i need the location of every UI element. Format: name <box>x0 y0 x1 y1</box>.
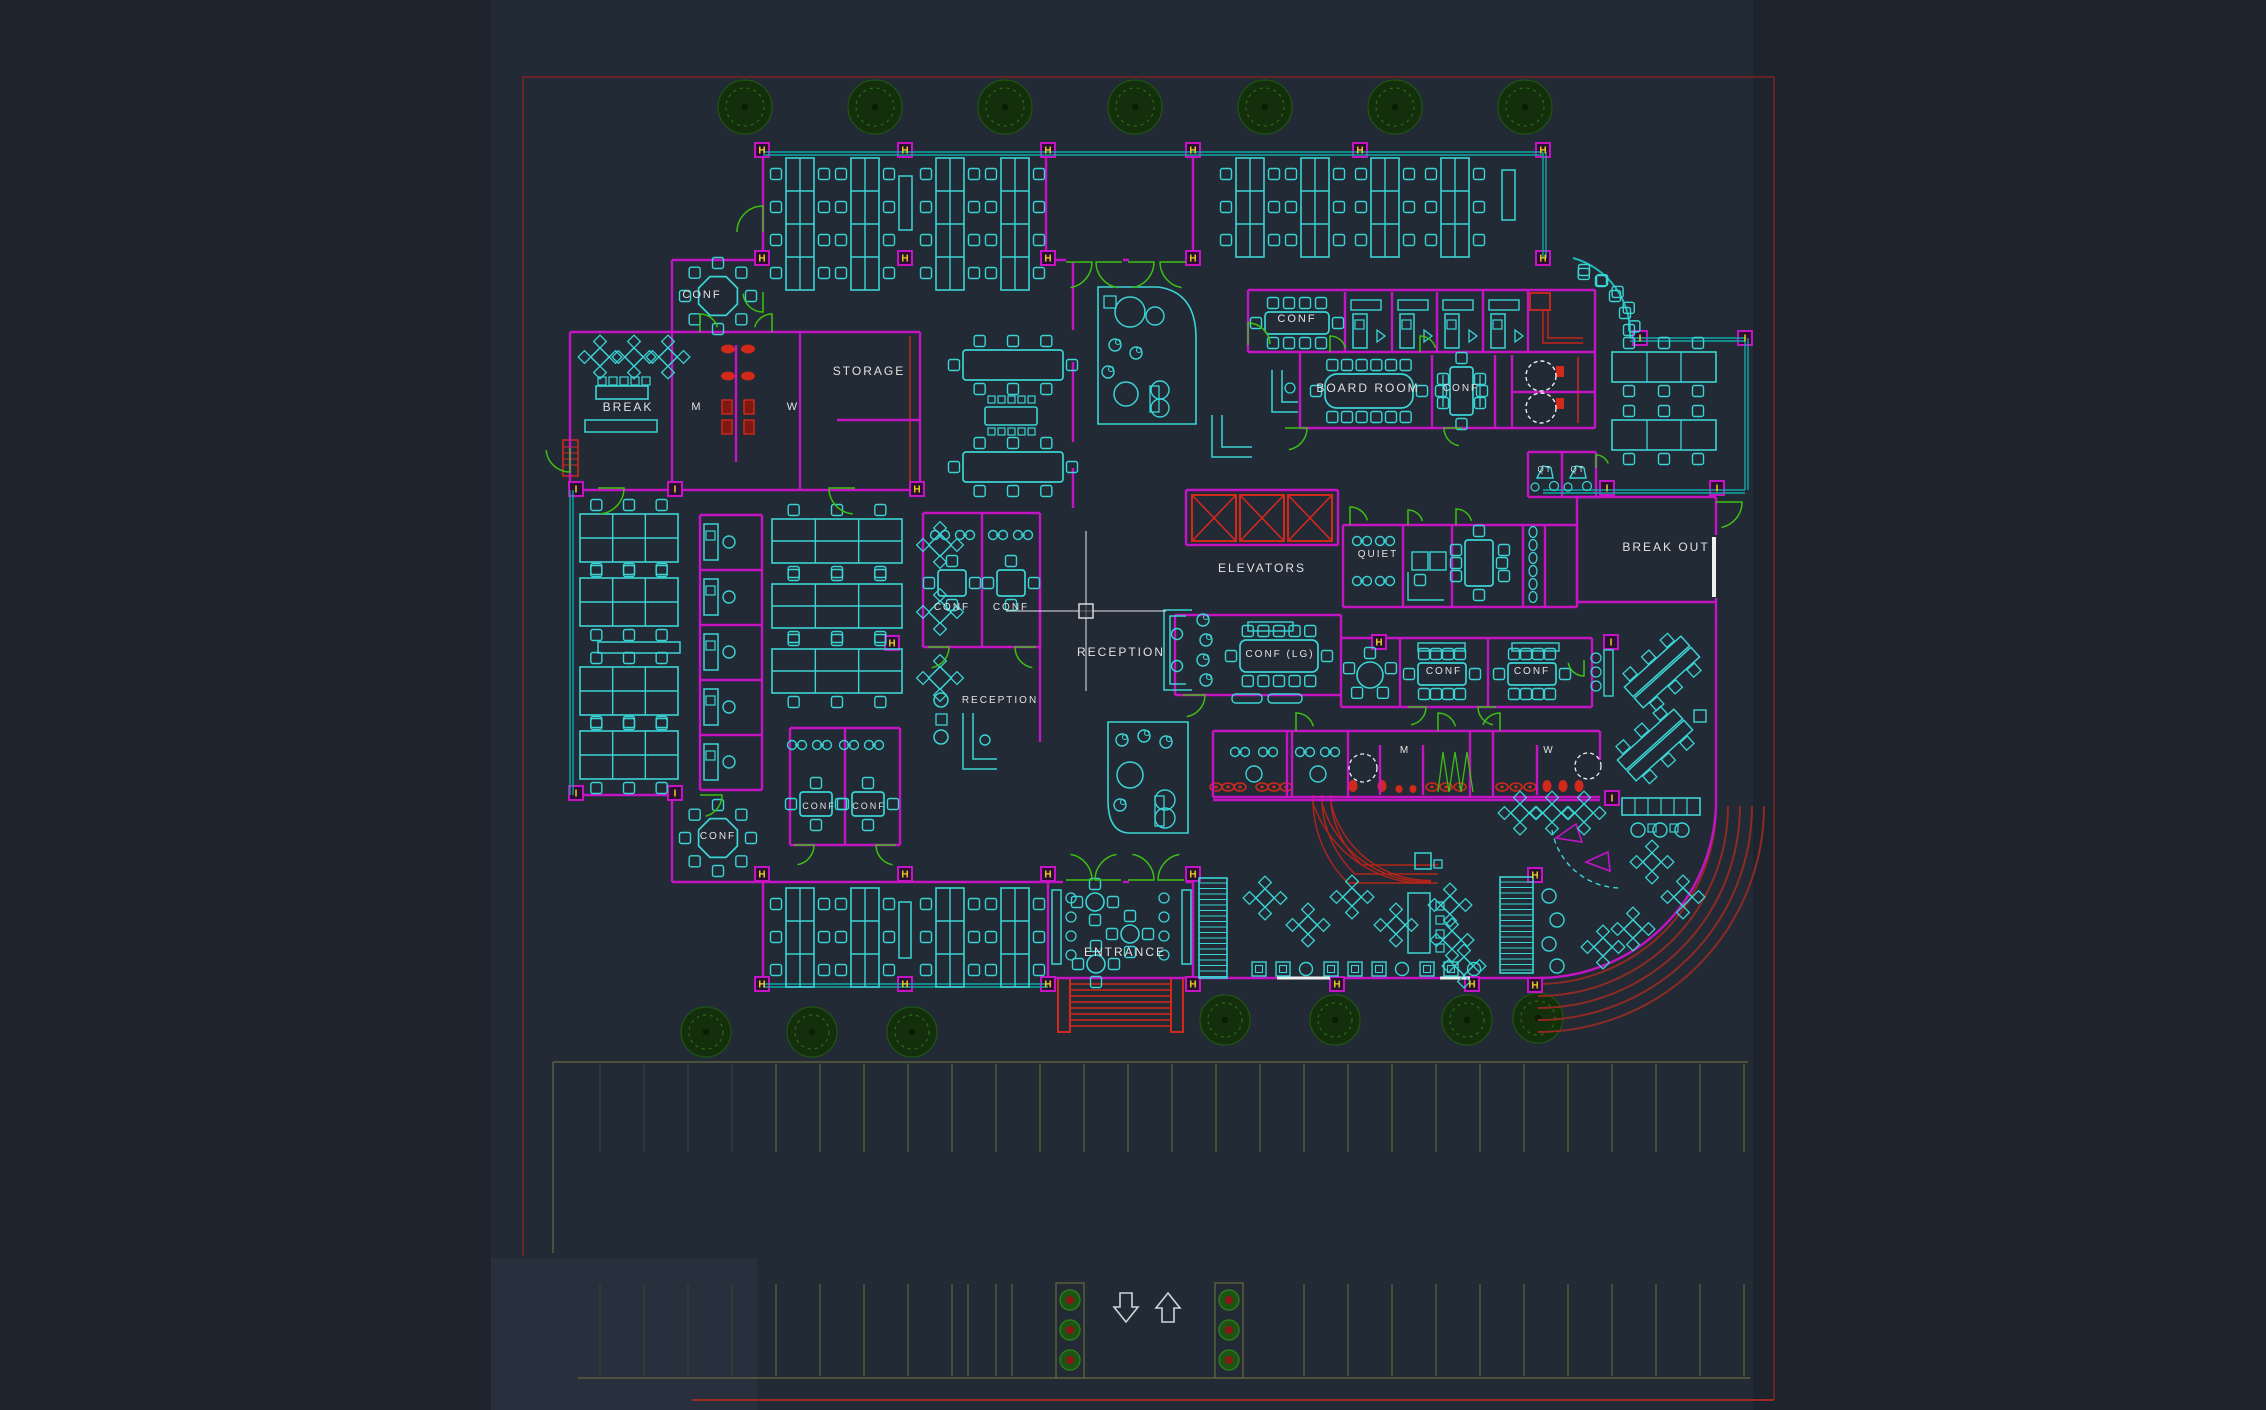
crosshair-cursor <box>1006 531 1166 691</box>
grid-marker: H <box>1189 146 1196 157</box>
room-label: CONF <box>802 801 836 811</box>
room-label: BREAK <box>603 400 654 414</box>
grid-marker: H <box>888 639 895 650</box>
red-layer <box>562 292 1765 1033</box>
room-label: M <box>1400 745 1410 756</box>
grid-marker: H <box>1044 254 1051 265</box>
labels-layer: CONF BREAK M W STORAGE CONF BOARD ROOM CONF QT QT… <box>603 289 1709 959</box>
room-label: ENTRANCE <box>1084 945 1166 959</box>
grid-marker: I <box>1610 638 1613 649</box>
down-arrow-icon <box>1112 1292 1140 1324</box>
grid-marker: H <box>1044 146 1051 157</box>
room-label: BOARD ROOM <box>1316 381 1419 395</box>
room-label: CONF <box>682 289 721 301</box>
grid-marker: I <box>575 485 578 496</box>
grid-marker: H <box>1189 870 1196 881</box>
grid-marker: I <box>1716 484 1719 495</box>
parking-layer <box>552 1061 1750 1379</box>
grid-marker: H <box>1539 254 1546 265</box>
room-label: QT <box>1570 465 1585 474</box>
room-label: CONF <box>1426 666 1462 677</box>
grid-marker: H <box>758 870 765 881</box>
grid-marker: H <box>1539 146 1546 157</box>
grid-marker: H <box>1189 254 1196 265</box>
room-label: CONF <box>852 801 886 811</box>
grid-marker: H <box>758 254 765 265</box>
grid-marker: H <box>1531 871 1538 882</box>
grid-marker: H <box>1189 980 1196 991</box>
grid-marker: I <box>575 789 578 800</box>
room-label: CONF <box>1277 313 1316 325</box>
grid-marker: H <box>913 485 920 496</box>
room-label: CONF <box>934 602 970 613</box>
drawing-boundary <box>522 76 1775 1401</box>
room-label: RECEPTION <box>962 695 1038 706</box>
trees-layer <box>680 79 1564 1058</box>
room-label: ELEVATORS <box>1218 561 1306 575</box>
grid-marker: I <box>674 789 677 800</box>
grid-marker: H <box>901 146 908 157</box>
grid-marker: H <box>1531 981 1538 992</box>
room-label: BREAK OUT <box>1622 540 1709 554</box>
room-label: W <box>787 401 799 413</box>
room-label: M <box>691 401 702 413</box>
room-label: STORAGE <box>833 364 905 378</box>
room-label: QUIET <box>1358 549 1399 560</box>
grid-marker: I <box>1606 484 1609 495</box>
grid-marker: I <box>1639 334 1642 345</box>
room-label: CONF <box>1514 666 1550 677</box>
grid-marker: H <box>1356 146 1363 157</box>
room-label: CONF <box>700 831 736 842</box>
grid-marker: H <box>901 254 908 265</box>
grid-marker: H <box>901 980 908 991</box>
room-label: QT <box>1537 465 1552 474</box>
room-label: CONF (LG) <box>1245 649 1314 660</box>
grid-marker: H <box>1333 980 1340 991</box>
room-label: CONF <box>993 602 1029 613</box>
grid-marker: H <box>1044 980 1051 991</box>
grid-marker: H <box>758 146 765 157</box>
grid-marker: I <box>674 485 677 496</box>
grid-marker: H <box>901 870 908 881</box>
up-arrow-icon <box>1154 1291 1182 1323</box>
grid-markers: H H H H H H H H H H H I I H H H I I H H H H H H H H H H H H I I I I I I <box>575 146 1747 992</box>
grid-marker: I <box>1744 334 1747 345</box>
room-label: W <box>1543 745 1554 756</box>
doors-layer <box>545 205 1743 881</box>
grid-marker: H <box>1468 980 1475 991</box>
room-label: CONF <box>1443 383 1479 394</box>
grid-marker: I <box>1611 794 1614 805</box>
grid-marker: H <box>1375 638 1382 649</box>
grid-marker: H <box>758 980 765 991</box>
room-label: RECEPTION <box>1077 645 1165 659</box>
grid-marker: H <box>1044 870 1051 881</box>
